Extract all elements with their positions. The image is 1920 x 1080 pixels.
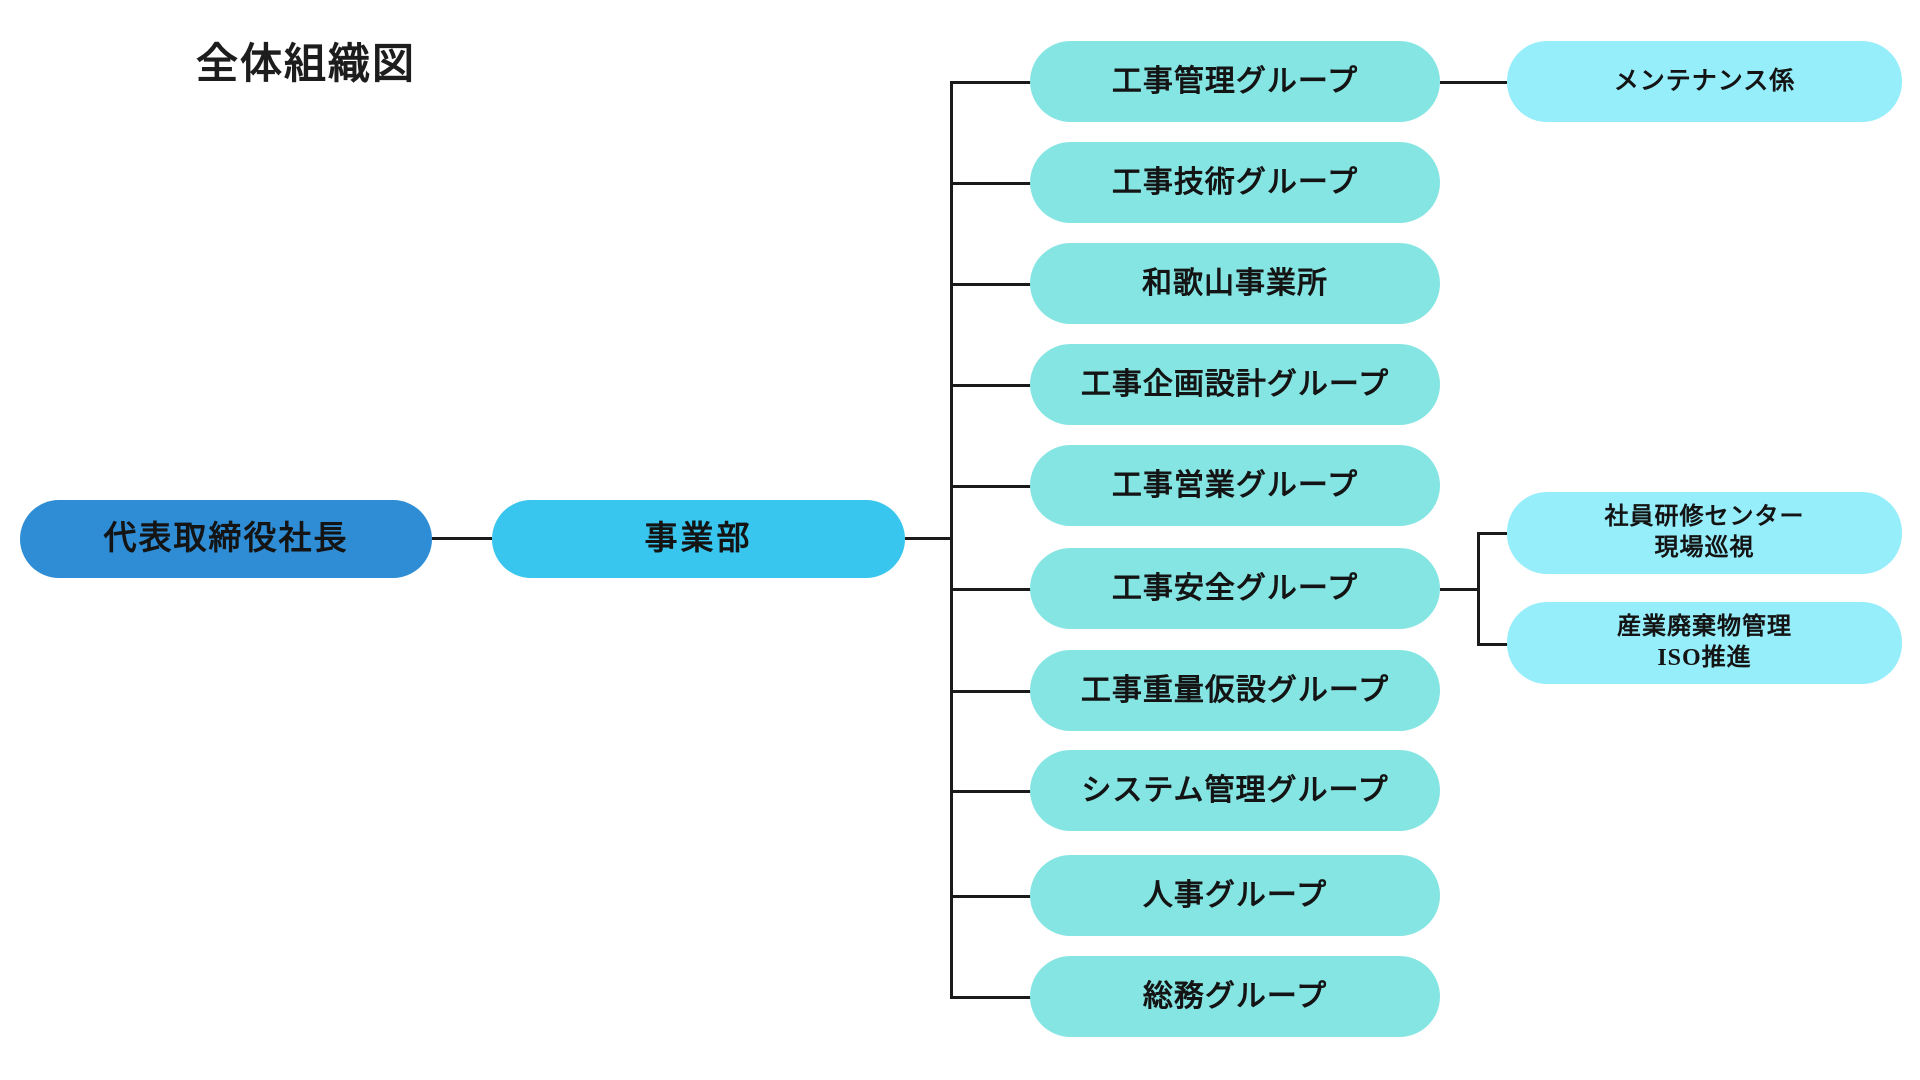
connector-sub-trunk [1477, 532, 1480, 646]
connector-branch-group-4 [950, 384, 1032, 387]
node-group-koji-juryo-kasetsu[interactable]: 工事重量仮設グループ [1030, 650, 1440, 731]
node-label: 工事企画設計グループ [1080, 367, 1390, 401]
node-label: 工事営業グループ [1111, 468, 1359, 502]
connector-branch-group-5 [950, 485, 1032, 488]
node-group-koji-kanri[interactable]: 工事管理グループ [1030, 41, 1440, 122]
node-label: 代表取締役社長 [103, 520, 349, 557]
node-label: 産業廃棄物管理 ISO推進 [1617, 613, 1792, 671]
node-label: 工事重量仮設グループ [1080, 673, 1390, 707]
node-group-koji-anzen[interactable]: 工事安全グループ [1030, 548, 1440, 629]
node-sub-waste-iso[interactable]: 産業廃棄物管理 ISO推進 [1507, 602, 1902, 684]
node-group-koji-eigyo[interactable]: 工事営業グループ [1030, 445, 1440, 526]
connector-branch-group-1 [950, 81, 1032, 84]
connector-branch-group-6 [950, 588, 1032, 591]
node-group-somu[interactable]: 総務グループ [1030, 956, 1440, 1037]
connector-group1-to-sub1 [1440, 81, 1507, 84]
node-group-system-kanri[interactable]: システム管理グループ [1030, 750, 1440, 831]
connector-subtrunk-to-sub2 [1477, 532, 1517, 535]
node-sub-maintenance[interactable]: メンテナンス係 [1507, 41, 1902, 122]
connector-division-to-trunk [905, 537, 953, 540]
node-label: 工事技術グループ [1111, 165, 1359, 199]
node-sub-training-center[interactable]: 社員研修センター 現場巡視 [1507, 492, 1902, 574]
node-group-koji-gijutsu[interactable]: 工事技術グループ [1030, 142, 1440, 223]
node-label: 社員研修センター 現場巡視 [1604, 503, 1805, 561]
node-group-koji-kikaku-sekkei[interactable]: 工事企画設計グループ [1030, 344, 1440, 425]
page-title: 全体組織図 [196, 40, 417, 87]
connector-main-trunk [950, 81, 953, 998]
connector-branch-group-2 [950, 182, 1032, 185]
node-label: 人事グループ [1142, 878, 1328, 912]
connector-branch-group-10 [950, 996, 1032, 999]
node-group-wakayama-jigyosho[interactable]: 和歌山事業所 [1030, 243, 1440, 324]
connector-branch-group-9 [950, 895, 1032, 898]
node-group-jinji[interactable]: 人事グループ [1030, 855, 1440, 936]
node-division[interactable]: 事業部 [492, 500, 905, 578]
connector-branch-group-3 [950, 283, 1032, 286]
node-label: システム管理グループ [1081, 773, 1389, 807]
connector-subtrunk-to-sub3 [1477, 643, 1517, 646]
node-label: メンテナンス係 [1613, 67, 1796, 95]
connector-branch-group-8 [950, 790, 1032, 793]
node-label: 和歌山事業所 [1142, 266, 1328, 300]
node-label: 工事管理グループ [1111, 64, 1359, 98]
node-root-president[interactable]: 代表取締役社長 [20, 500, 432, 578]
node-label: 工事安全グループ [1111, 571, 1359, 605]
connector-root-to-division [432, 537, 492, 540]
connector-branch-group-7 [950, 690, 1032, 693]
connector-group6-stub [1440, 588, 1480, 591]
node-label: 事業部 [644, 520, 753, 557]
node-label: 総務グループ [1142, 979, 1328, 1013]
